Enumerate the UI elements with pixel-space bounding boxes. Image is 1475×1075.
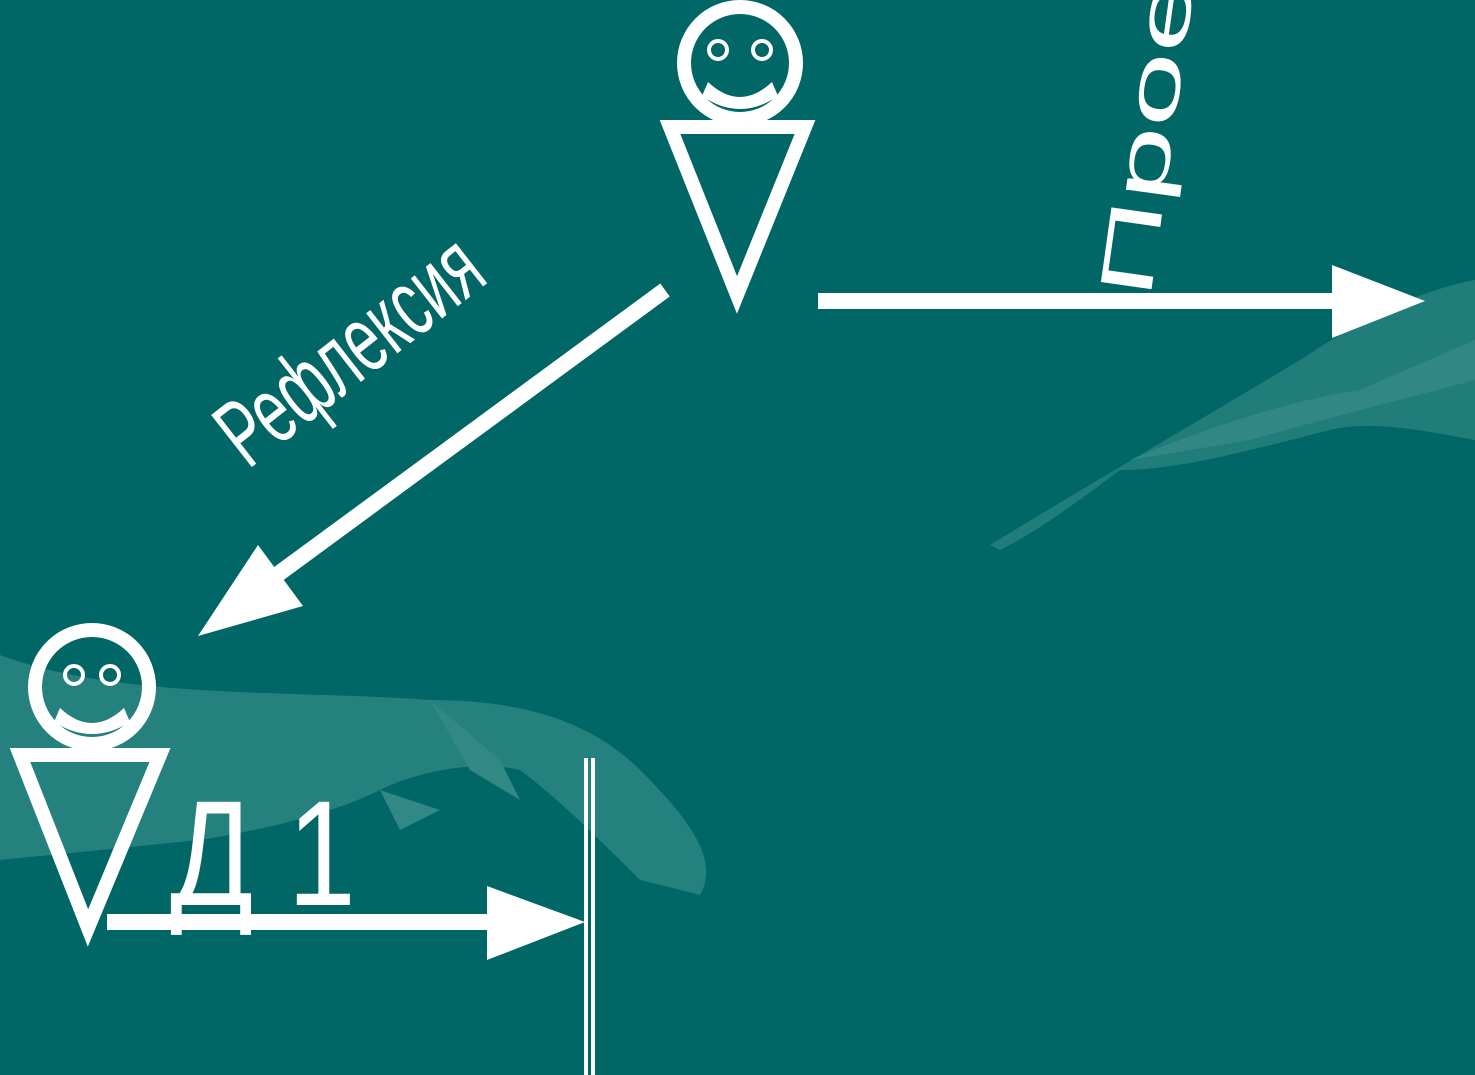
- project-arrow: [818, 265, 1425, 338]
- top-person: [659, 0, 816, 314]
- reflection-arrow: [198, 283, 670, 636]
- bottom-person: [9, 623, 171, 947]
- d1-label: Д 1: [170, 770, 356, 937]
- barrier: [584, 758, 595, 1075]
- d1-arrow: [107, 886, 585, 960]
- smiley-person-icon: [9, 623, 171, 947]
- hand-icon: [0, 655, 707, 895]
- project-label: Проект Д 2: [1084, 0, 1262, 302]
- smiley-person-icon: [659, 0, 816, 314]
- hand-icon: [990, 280, 1475, 550]
